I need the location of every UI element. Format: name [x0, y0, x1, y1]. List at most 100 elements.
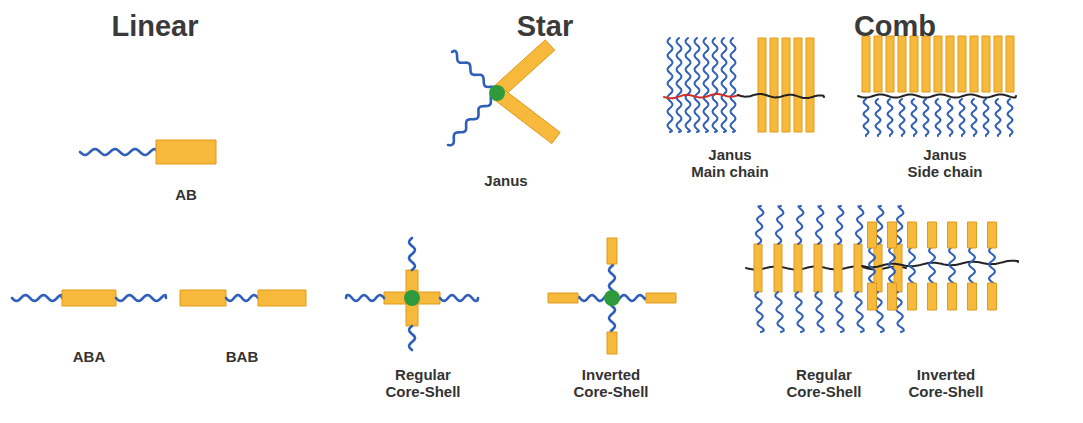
- coil-side-chain: [695, 38, 700, 132]
- coil-side-chain: [815, 292, 824, 332]
- coil-side-chain: [936, 99, 941, 136]
- coil-side-chain: [984, 99, 989, 136]
- rod-side-chain: [934, 36, 942, 92]
- rod-side-chain: [794, 244, 802, 292]
- backbone: [858, 95, 1016, 98]
- coil-side-chain: [713, 38, 718, 132]
- coil-side-chain: [996, 99, 1001, 136]
- rod-arm: [646, 293, 676, 303]
- rod-side-chain: [754, 244, 762, 292]
- rod-side-chain: [834, 244, 842, 292]
- coil-side-chain: [909, 247, 915, 284]
- coil-side-chain: [960, 99, 965, 136]
- rod-side-chain: [946, 36, 954, 92]
- coil-side-chain: [686, 38, 691, 132]
- coil-side-chain: [704, 38, 709, 132]
- rod-side-chain: [758, 38, 766, 132]
- architecture-label: BAB: [226, 348, 259, 365]
- rod-side-chain: [862, 36, 870, 92]
- coil-side-chain: [1008, 99, 1013, 136]
- section-heading: Star: [517, 10, 573, 43]
- rod-side-chain: [994, 36, 1002, 92]
- coil-arm: [440, 295, 478, 301]
- rod-side-chain: [958, 36, 966, 92]
- coil-arm: [448, 93, 497, 145]
- rod-side-chain: [968, 222, 977, 248]
- architecture-label: Regular Core-Shell: [785, 366, 864, 401]
- coil-side-chain: [756, 206, 764, 244]
- coil-side-chain: [731, 38, 736, 132]
- coil-side-chain: [912, 99, 917, 136]
- rod-arm: [548, 293, 578, 303]
- rod-arm: [607, 238, 617, 264]
- rod-block: [156, 140, 216, 164]
- rod-side-chain: [968, 283, 977, 310]
- coil-side-chain: [949, 247, 955, 284]
- coil-side-chain: [856, 206, 864, 244]
- coil-side-chain: [864, 99, 869, 136]
- coil-side-chain: [929, 247, 935, 284]
- coil-side-chain: [775, 292, 784, 332]
- coil-side-chain: [989, 247, 995, 284]
- coil-side-chain: [755, 292, 764, 332]
- rod-side-chain: [948, 283, 957, 310]
- rod-side-chain: [988, 283, 997, 310]
- coil-side-chain: [869, 247, 875, 284]
- rod-side-chain: [1006, 36, 1014, 92]
- coil-side-chain: [889, 247, 895, 284]
- coil-block: [80, 149, 157, 155]
- star-core: [604, 290, 620, 306]
- backbone: [664, 94, 738, 98]
- rod-side-chain: [774, 244, 782, 292]
- coil-arm: [452, 51, 497, 93]
- architecture-label: Janus: [484, 172, 527, 189]
- section-heading: Comb: [854, 10, 936, 43]
- rod-side-chain: [982, 36, 990, 92]
- coil-side-chain: [796, 206, 804, 244]
- coil-side-chain: [677, 38, 682, 132]
- rod-side-chain: [910, 36, 918, 92]
- section-heading: Linear: [111, 10, 198, 43]
- rod-side-chain: [806, 38, 814, 132]
- rod-side-chain: [854, 244, 862, 292]
- rod-side-chain: [888, 283, 897, 310]
- architecture-label: Regular Core-Shell: [384, 366, 463, 401]
- coil-side-chain: [776, 206, 784, 244]
- coil-side-chain: [876, 99, 881, 136]
- rod-side-chain: [814, 244, 822, 292]
- rod-side-chain: [908, 283, 917, 310]
- coil-side-chain: [969, 247, 975, 284]
- coil-side-chain: [855, 292, 864, 332]
- backbone: [738, 94, 824, 98]
- coil-side-chain: [972, 99, 977, 136]
- coil-side-chain: [835, 292, 844, 332]
- architecture-label: Janus Side chain: [906, 146, 985, 181]
- coil-side-chain: [668, 38, 673, 132]
- rod-side-chain: [928, 222, 937, 248]
- rod-side-chain: [782, 38, 790, 132]
- architecture-label: Inverted Core-Shell: [907, 366, 986, 401]
- rod-side-chain: [886, 36, 894, 92]
- architecture-label: AB: [175, 186, 197, 203]
- rod-side-chain: [948, 222, 957, 248]
- coil-block: [226, 295, 258, 301]
- rod-block: [258, 290, 306, 306]
- coil-side-chain: [948, 99, 953, 136]
- rod-side-chain: [970, 36, 978, 92]
- coil-side-chain: [836, 206, 844, 244]
- rod-arm: [607, 332, 617, 354]
- backbone: [862, 261, 1018, 268]
- rod-block: [62, 290, 116, 306]
- coil-side-chain: [816, 206, 824, 244]
- rod-side-chain: [898, 36, 906, 92]
- coil-arm: [346, 295, 384, 301]
- rod-side-chain: [928, 283, 937, 310]
- coil-arm: [409, 326, 415, 350]
- rod-side-chain: [868, 283, 877, 310]
- architecture-label: Inverted Core-Shell: [572, 366, 651, 401]
- rod-side-chain: [874, 36, 882, 92]
- coil-block: [116, 295, 166, 301]
- rod-side-chain: [922, 36, 930, 92]
